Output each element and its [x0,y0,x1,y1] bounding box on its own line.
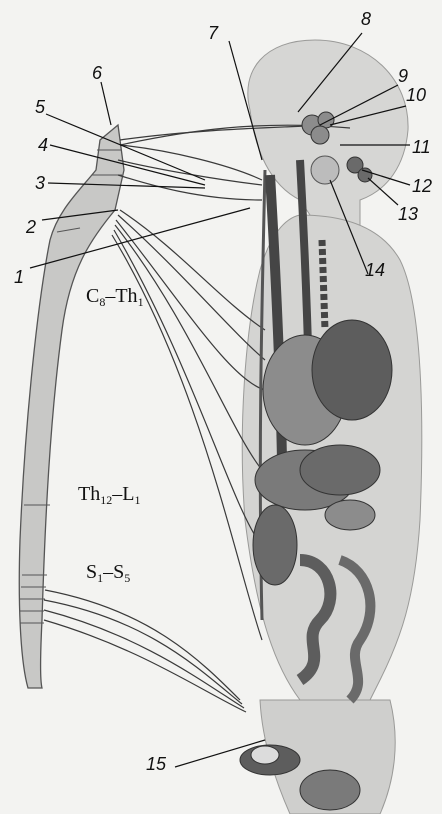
callout-6: 6 [92,64,102,82]
spinal-cord [19,125,124,688]
callout-8: 8 [361,10,371,28]
callout-14: 14 [365,261,385,279]
callout-10: 10 [406,86,426,104]
callout-9: 9 [398,67,408,85]
callout-15: 15 [146,755,166,773]
segment-label-c8-th1: C8–Th1 [86,286,144,308]
callout-7: 7 [208,24,218,42]
callout-4: 4 [38,136,48,154]
callout-5: 5 [35,98,45,116]
callout-13: 13 [398,205,418,223]
callout-1: 1 [14,268,24,286]
callout-2: 2 [26,218,36,236]
callout-12: 12 [412,177,432,195]
callout-3: 3 [35,174,45,192]
segment-label-s1-s5: S1–S5 [86,562,130,584]
segment-label-th12-l1: Th12–L1 [78,484,140,506]
callout-11: 11 [412,138,431,156]
